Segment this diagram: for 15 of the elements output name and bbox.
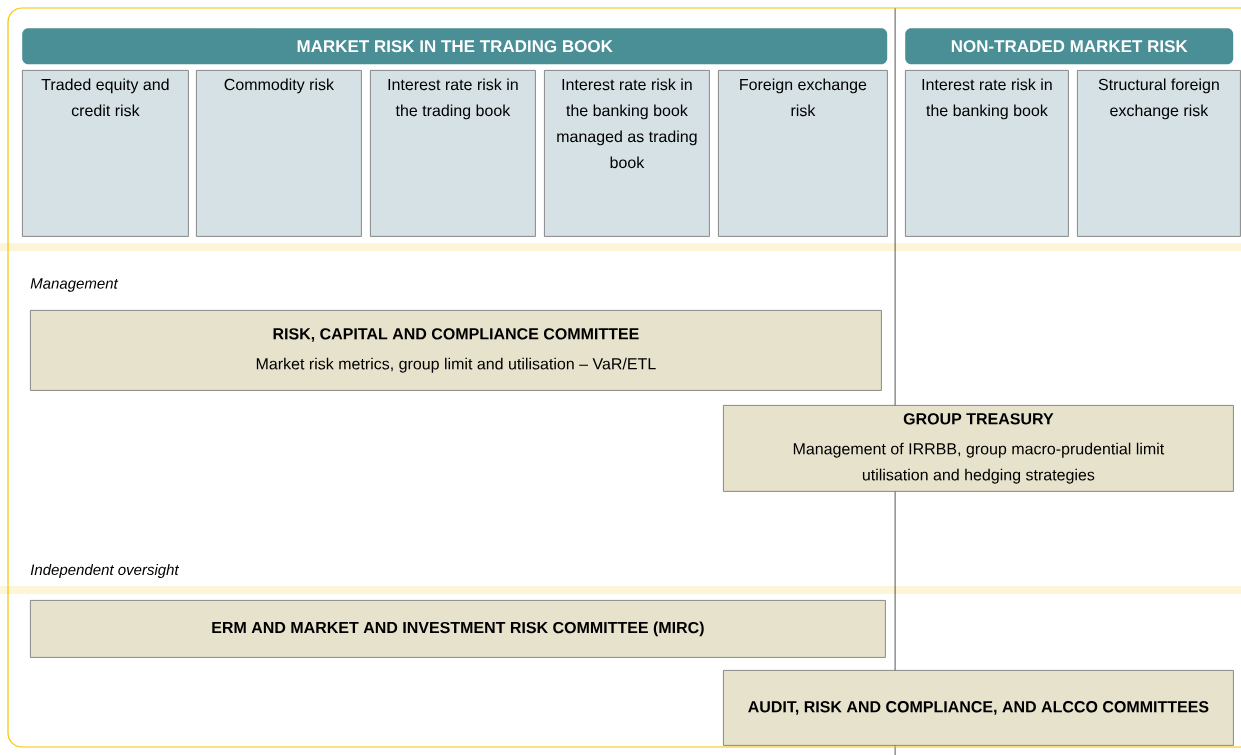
risk-box: Commodity risk xyxy=(196,70,362,237)
risk-box: Interest rate risk in the banking book xyxy=(905,70,1069,237)
committee-box: RISK, CAPITAL AND COMPLIANCE COMMITTEE Market risk metrics, group limit and utilisation – VaR/ETL xyxy=(30,310,882,391)
committee-box: AUDIT, RISK AND COMPLIANCE, AND ALCCO COMMITTEES xyxy=(723,670,1234,746)
section-label: Management xyxy=(30,278,119,292)
risk-box: Interest rate risk in the trading book xyxy=(370,70,536,237)
committee-box: ERM AND MARKET AND INVESTMENT RISK COMMITTEE (MIRC) xyxy=(30,600,886,658)
section-label: Independent oversight xyxy=(30,564,180,578)
risk-box: Interest rate risk in the banking book managed as trading book xyxy=(544,70,710,237)
risk-box: Traded equity and credit risk xyxy=(22,70,189,237)
risk-box: Structural foreign exchange risk xyxy=(1077,70,1241,237)
risk-box: Foreign exchange risk xyxy=(718,70,888,237)
committee-box: GROUP TREASURY Management of IRRBB, group macro-prudential limit utilisation and hedging strategies xyxy=(723,405,1234,492)
header-band: NON-TRADED MARKET RISK xyxy=(905,28,1234,65)
header-band: MARKET RISK IN THE TRADING BOOK xyxy=(22,28,888,65)
